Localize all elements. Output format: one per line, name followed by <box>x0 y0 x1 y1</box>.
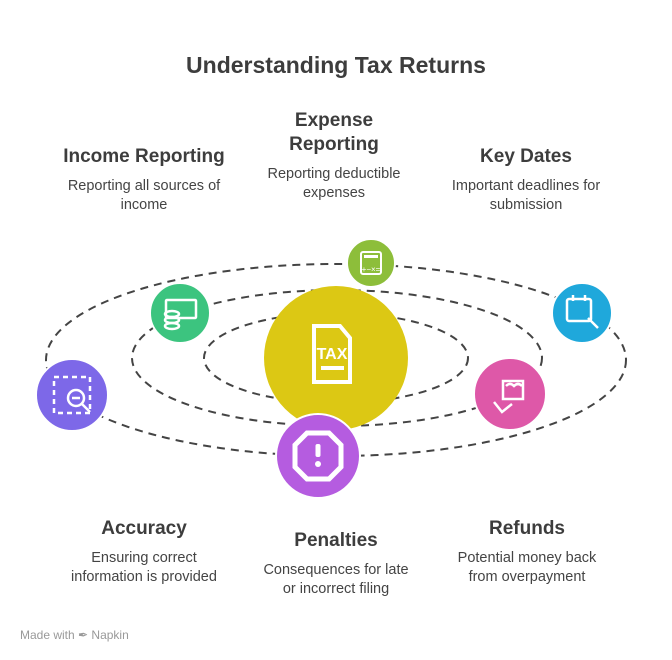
block-title: Income Reporting <box>63 146 225 167</box>
income-node <box>149 282 211 344</box>
center-tax-node: TAX <box>264 286 408 430</box>
zoom-out-icon <box>52 375 92 415</box>
tax-label: TAX <box>317 346 348 363</box>
block-title: Penalties <box>294 530 378 551</box>
key-dates-node <box>551 282 613 344</box>
tax-document-icon <box>312 324 352 384</box>
money-coins-icon <box>163 298 198 331</box>
accuracy-node <box>35 358 109 432</box>
refunds-node <box>473 357 547 431</box>
refund-hand-icon <box>493 379 525 414</box>
block-title: Accuracy <box>101 518 187 539</box>
calendar-edit-icon <box>565 295 599 329</box>
penalties-node <box>275 413 361 499</box>
block-title: Key Dates <box>480 146 572 167</box>
alert-octagon-icon <box>292 430 344 482</box>
expense-node: +−×= <box>346 238 396 288</box>
block-title: Refunds <box>489 518 565 539</box>
calculator-icon: +−×= <box>360 251 382 275</box>
page-title: Understanding Tax Returns <box>186 52 486 78</box>
income-reporting-block: Income Reporting Reporting all sources o… <box>44 145 244 215</box>
made-with-napkin-footer[interactable]: Made with ✒ Napkin <box>20 628 129 642</box>
svg-text:+−×=: +−×= <box>362 265 381 274</box>
